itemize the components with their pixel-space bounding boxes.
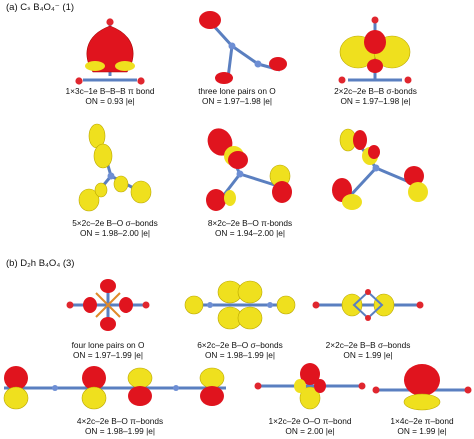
panel-b7-caption-1: 1×4c–2e π–bond bbox=[390, 416, 454, 426]
orbital-a1 bbox=[75, 18, 145, 85]
panel-b6-caption-1: 1×2c–2e O–O π–bond bbox=[268, 416, 352, 426]
panel-b1-caption-2: ON = 1.97–1.99 |e| bbox=[72, 350, 144, 360]
panel-b2-caption-1: 6×2c–2e B–O σ–bonds bbox=[197, 340, 283, 350]
panel-b2-caption-2: ON = 1.98–1.99 |e| bbox=[204, 350, 276, 360]
panel-b1-caption-1: four lone pairs on O bbox=[71, 340, 145, 350]
orbital-a5 bbox=[206, 128, 292, 211]
panel-a5-caption-2: ON = 1.94–2.00 |e| bbox=[214, 228, 286, 238]
panel-a2-caption-2: ON = 1.97–1.98 |e| bbox=[201, 96, 273, 106]
panel-b3-caption-2: ON = 1.99 |e| bbox=[343, 350, 393, 360]
orbital-a4 bbox=[78, 123, 152, 212]
panel-a5-caption-1: 8×2c–2e B–O π-bonds bbox=[207, 218, 293, 228]
panel-b7-caption-2: ON = 1.99 |e| bbox=[397, 426, 447, 436]
panel-a4-caption-2: ON = 1.98–2.00 |e| bbox=[79, 228, 151, 238]
orbital-b6 bbox=[254, 363, 366, 410]
panel-a1-caption-2: ON = 0.93 |e| bbox=[85, 96, 135, 106]
panel-b3-caption-1: 2×2c–2e B–B σ–bonds bbox=[325, 340, 411, 350]
panel-b4-caption-2: ON = 1.98–1.99 |e| bbox=[84, 426, 156, 436]
panel-a4-caption-1: 5×2c–2e B–O σ–bonds bbox=[72, 218, 158, 228]
section-b-label: (b) D₂h B₄O₄ (3) bbox=[6, 258, 75, 269]
panel-a6 bbox=[322, 120, 442, 220]
orbital-b7 bbox=[372, 364, 472, 411]
panel-b4-caption-1: 4×2c–2e B–O π–bonds bbox=[76, 416, 164, 426]
panel-a3-caption-1: 2×2c–2e B–B σ-bonds bbox=[334, 86, 417, 96]
panel-a3-caption-2: ON = 1.97–1.98 |e| bbox=[340, 96, 411, 106]
orbital-b4 bbox=[3, 366, 226, 410]
orbital-b1 bbox=[66, 279, 150, 331]
orbital-b2 bbox=[184, 280, 296, 330]
section-a-label: (a) Cₛ B₄O₄⁻ (1) bbox=[6, 2, 75, 13]
panel-b6-caption-2: ON = 2.00 |e| bbox=[285, 426, 335, 436]
orbital-a2 bbox=[199, 11, 287, 84]
orbital-a3 bbox=[338, 16, 412, 84]
panel-a2-caption-1: three lone pairs on O bbox=[198, 86, 276, 96]
orbital-b3 bbox=[312, 289, 424, 321]
orbital-a6 bbox=[332, 128, 428, 210]
panel-a1-caption-1: 1×3c–1e B–B–B π bond bbox=[65, 86, 155, 96]
